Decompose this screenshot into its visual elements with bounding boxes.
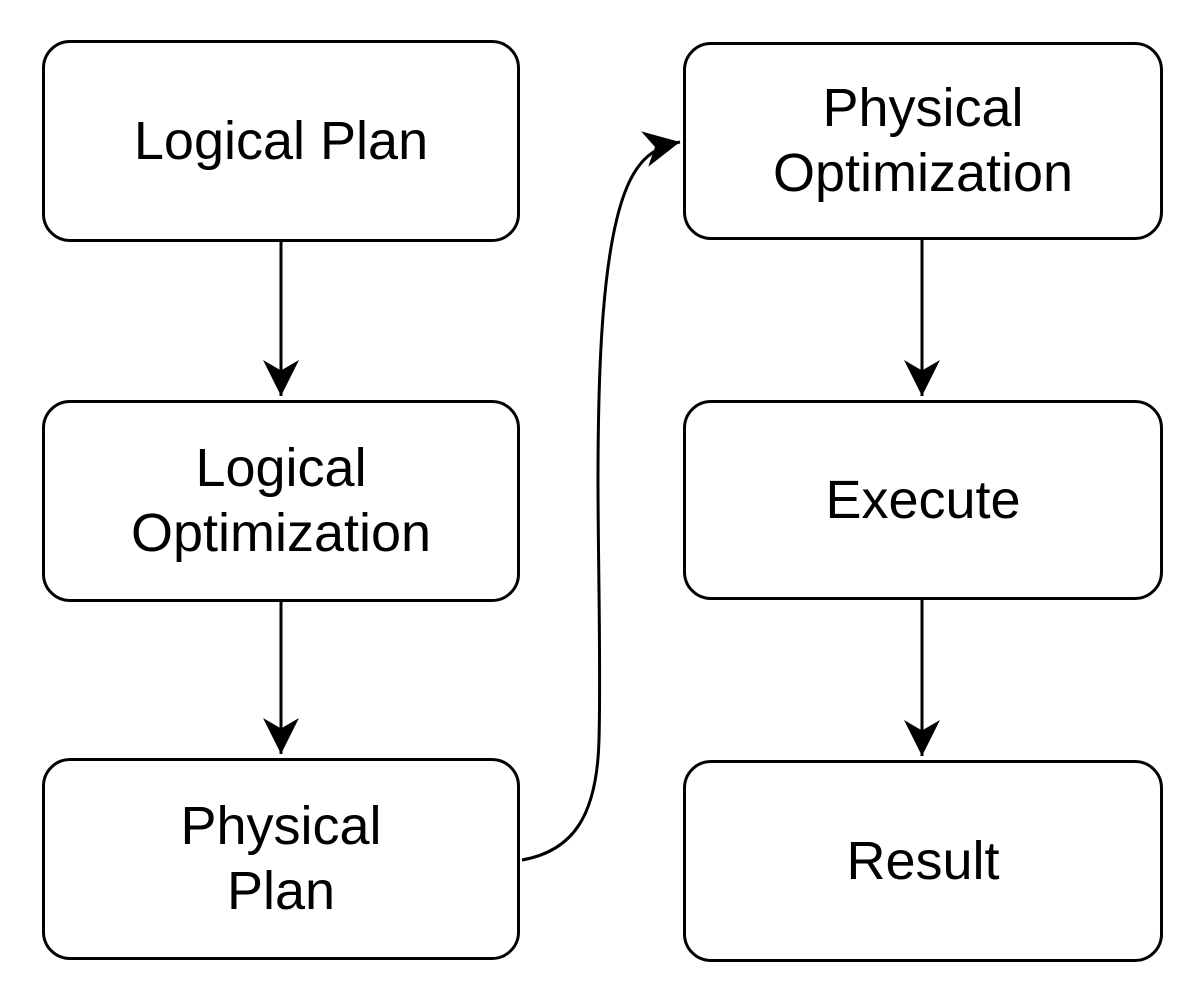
edge-physical-plan-to-physical-optimization xyxy=(521,131,681,862)
node-label: Logical Plan xyxy=(133,110,429,171)
node-label: Result xyxy=(846,830,1000,891)
node-logical-optimization: Logical Optimization xyxy=(42,400,520,602)
node-physical-optimization: Physical Optimization xyxy=(683,42,1163,240)
node-label: Physical Optimization xyxy=(772,78,1074,203)
node-label: Execute xyxy=(825,469,1021,530)
node-execute: Execute xyxy=(683,400,1163,600)
node-physical-plan: Physical Plan xyxy=(42,758,520,960)
node-result: Result xyxy=(683,760,1163,962)
node-logical-plan: Logical Plan xyxy=(42,40,520,242)
node-label: Logical Optimization xyxy=(130,438,432,563)
node-label: Physical Plan xyxy=(180,796,382,921)
